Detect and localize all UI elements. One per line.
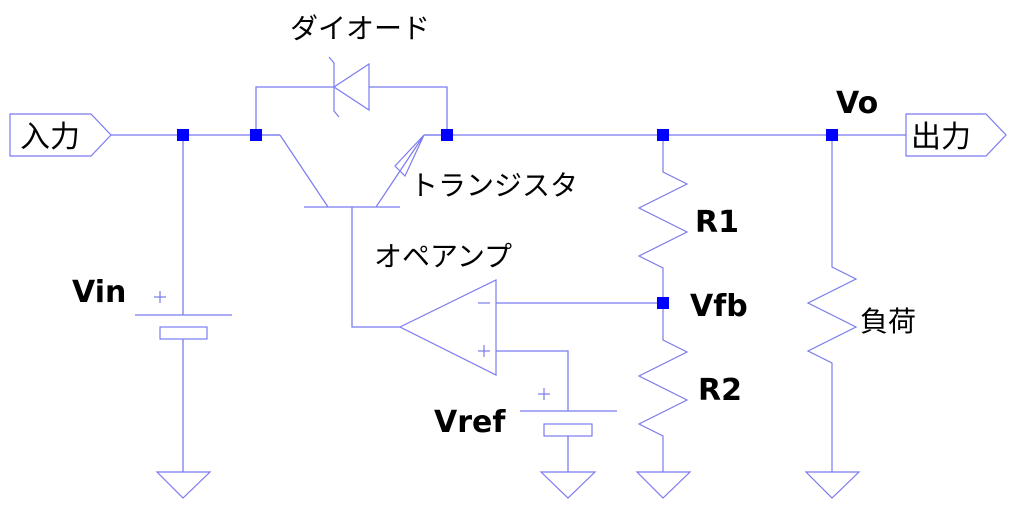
input-port-label: 入力	[20, 120, 80, 155]
input-port-flag	[9, 113, 112, 157]
junction-r1-top	[657, 129, 669, 141]
load-label: 負荷	[860, 305, 916, 338]
diode-triangle	[332, 62, 370, 112]
opamp-triangle	[398, 279, 497, 376]
diode-cathode-bar	[328, 56, 340, 118]
vin-plate-negative	[159, 326, 208, 340]
junction-diode-cathode	[441, 129, 453, 141]
r2-label: R2	[698, 373, 742, 408]
transistor-label: トランジスタ	[410, 169, 578, 202]
transistor-collector	[279, 134, 329, 208]
opamp-label: オペアンプ	[374, 240, 512, 273]
wire-diode-left	[255, 86, 334, 135]
junction-vfb	[657, 297, 669, 309]
wire-vref	[496, 350, 569, 411]
r2-zigzag	[637, 303, 689, 472]
vfb-label: Vfb	[690, 289, 748, 324]
vin-label: Vin	[72, 275, 126, 310]
junction-vo	[826, 129, 838, 141]
transistor-emitter-arrow-icon	[394, 134, 425, 178]
resistor-r2[interactable]	[637, 303, 689, 472]
vref-plate-negative	[543, 423, 593, 437]
output-port-flag	[905, 113, 1007, 157]
junction-vin	[177, 129, 189, 141]
wire-base-to-opamp	[351, 207, 400, 328]
vref-source[interactable]	[520, 388, 617, 472]
junction-diode-anode	[250, 129, 262, 141]
output-port[interactable]: 出力	[905, 113, 1007, 157]
ground-icon-load	[804, 471, 861, 499]
ground-icon-r2	[635, 471, 692, 499]
input-port[interactable]: 入力	[9, 113, 112, 157]
vref-label: Vref	[434, 405, 506, 440]
vo-label: Vo	[836, 86, 878, 121]
vin-source[interactable]	[135, 135, 232, 472]
load-zigzag	[806, 135, 858, 472]
ground-icon-vref	[539, 471, 597, 499]
ground-icon-vin	[155, 471, 212, 499]
diode-label: ダイオード	[290, 12, 430, 45]
load-resistor[interactable]	[806, 135, 858, 472]
r1-label: R1	[695, 205, 739, 240]
r1-zigzag	[637, 135, 689, 303]
resistor-r1[interactable]	[637, 135, 689, 303]
output-port-label: 出力	[911, 120, 971, 155]
opamp[interactable]	[398, 279, 497, 376]
diode[interactable]	[255, 56, 448, 135]
wire-diode-right	[369, 86, 448, 135]
